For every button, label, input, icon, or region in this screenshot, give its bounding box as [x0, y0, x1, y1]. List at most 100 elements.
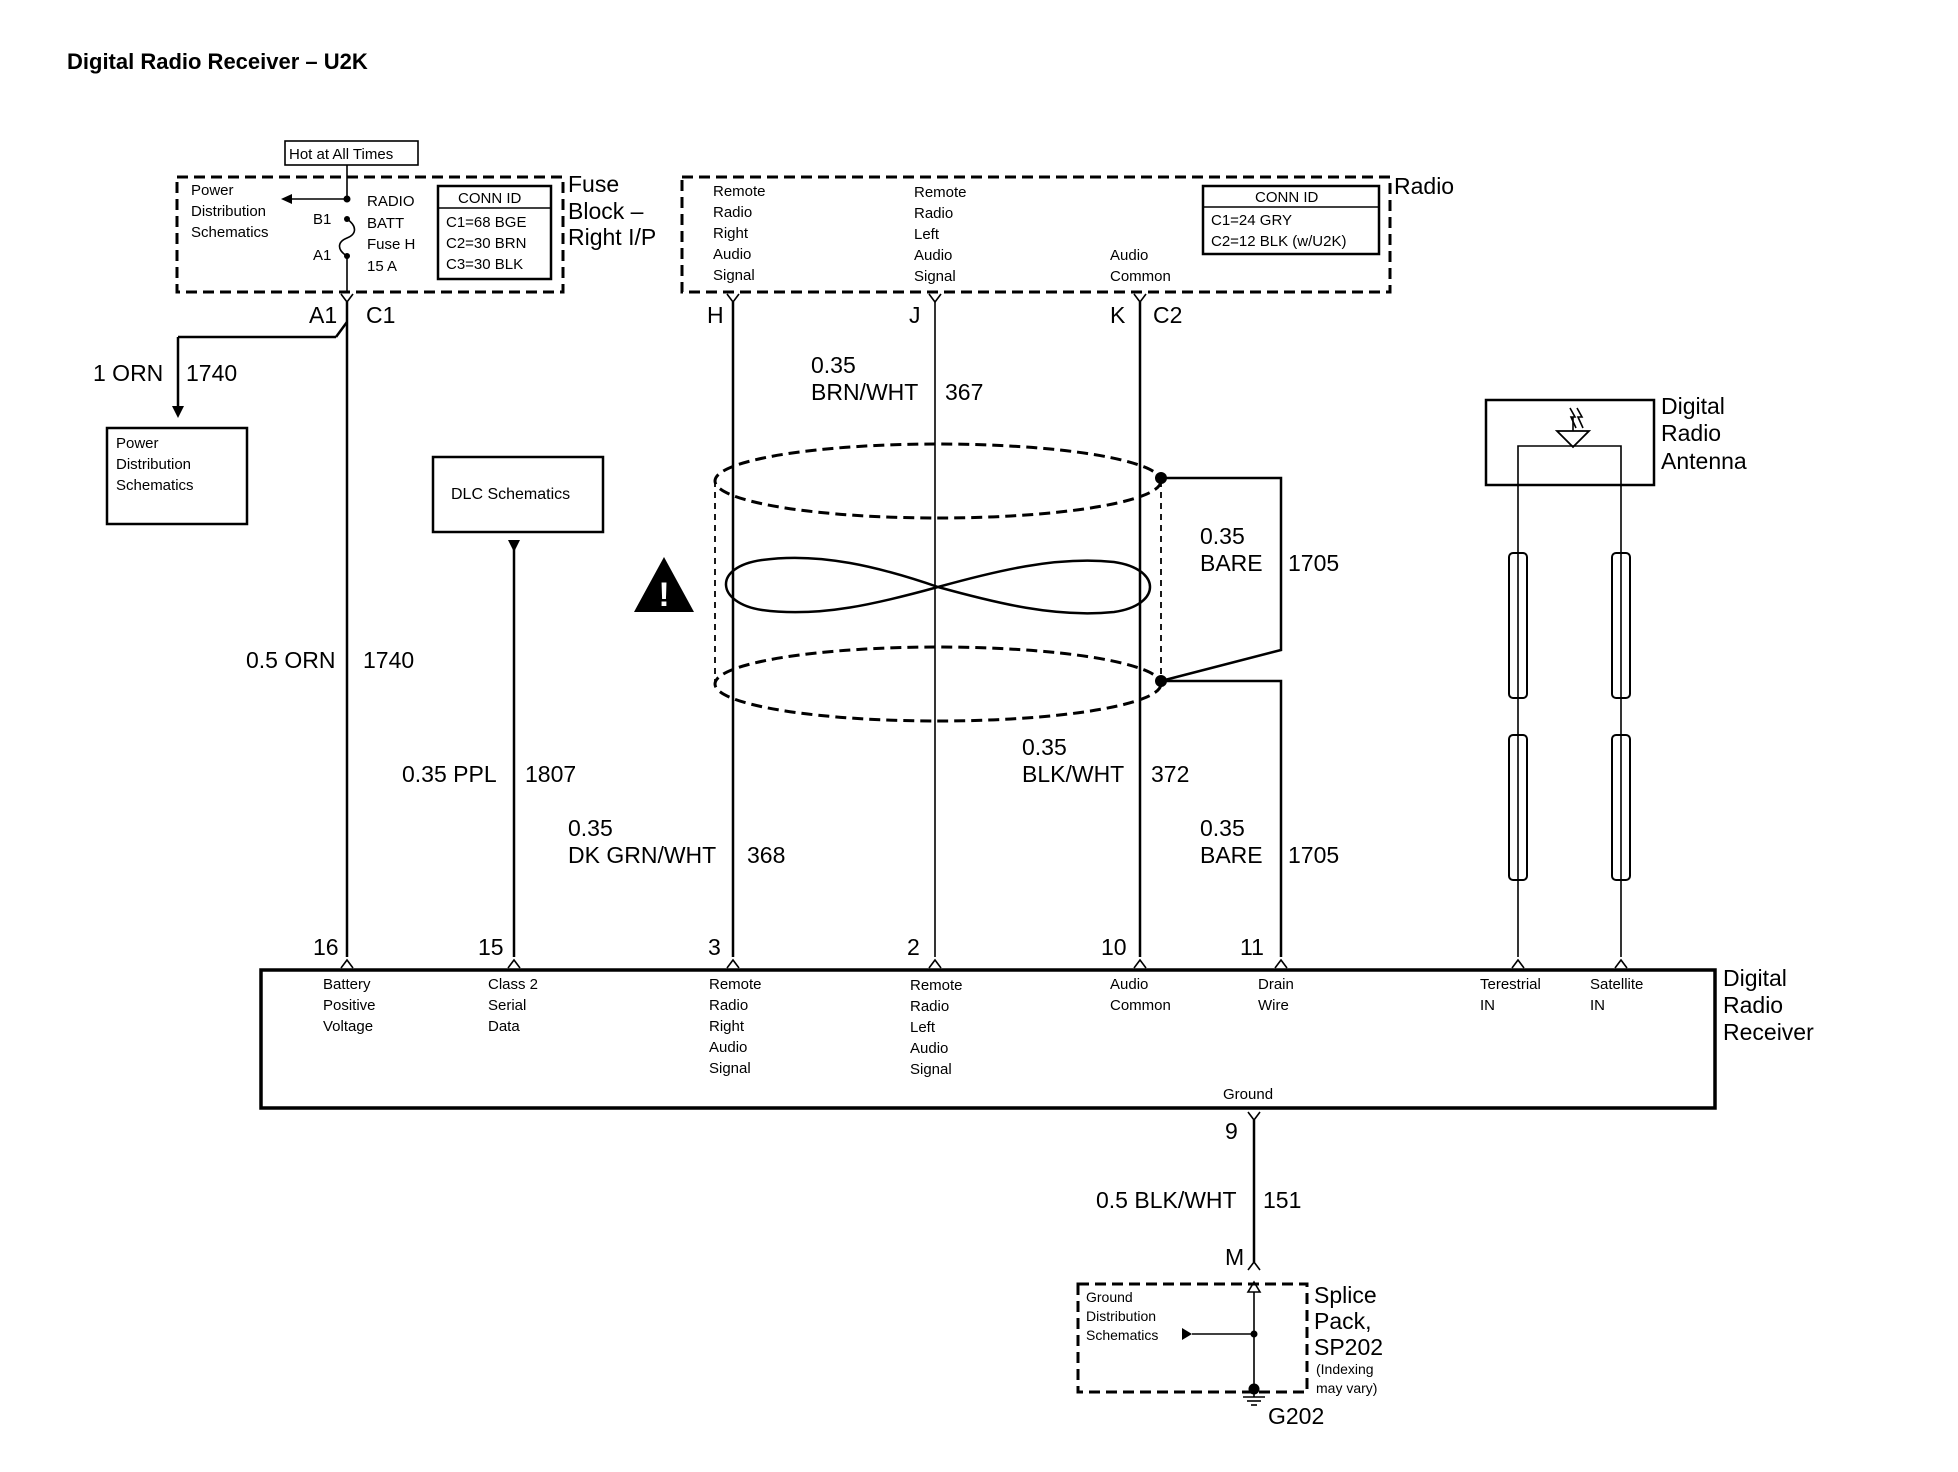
radio-pin-k-1: Audio	[1110, 247, 1148, 264]
wire-1807-gauge-color: 0.35 PPL	[402, 761, 497, 787]
rx-pin10-1: Audio	[1110, 976, 1148, 993]
fuse-block-name-2: Block –	[568, 198, 644, 224]
splice-note-1: (Indexing	[1316, 1361, 1374, 1377]
pin-m-connector	[1247, 1260, 1261, 1271]
radio-pin-k-2: Common	[1110, 268, 1171, 285]
rx-satellite-1: Satellite	[1590, 976, 1643, 993]
fuse-block-name-3: Right I/P	[568, 224, 656, 250]
pin-11-connector	[1274, 958, 1288, 969]
radio-outline	[680, 175, 1392, 294]
fuse-conn-id-box	[436, 184, 553, 281]
pds-arrow-icon	[281, 194, 292, 204]
rx-pin11-2: Wire	[1258, 997, 1289, 1014]
terrestrial-connector	[1511, 958, 1525, 969]
fuse-conn-id-header: CONN ID	[458, 190, 522, 207]
pin-10-connector	[1133, 958, 1147, 969]
rx-pin2-1: Remote	[910, 977, 963, 994]
pin-a1-label: A1	[313, 247, 331, 264]
radio-pin-k-connector	[1133, 293, 1147, 304]
radio-pin-h-4: Audio	[713, 246, 751, 263]
pin-9-number: 9	[1225, 1118, 1238, 1144]
radio-pin-j-2: Radio	[914, 205, 953, 222]
pin-15-connector	[507, 958, 521, 969]
fuse-out-conn: C1	[366, 302, 395, 328]
rx-pin2-3: Left	[910, 1019, 936, 1036]
radio-pin-h: H	[707, 302, 724, 328]
fuse-block-outline	[175, 175, 565, 294]
dlc-box	[431, 455, 605, 534]
radio-pin-h-5: Signal	[713, 267, 755, 284]
pin-2-connector	[928, 958, 942, 969]
pin-b1-label: B1	[313, 211, 331, 228]
splice-junction	[1250, 1330, 1258, 1338]
radio-conn-id-row-2: C2=12 BLK (w/U2K)	[1211, 233, 1346, 250]
radio-conn-id-box	[1201, 184, 1381, 256]
rx-terrestrial-1: Terestrial	[1480, 976, 1541, 993]
radio-pin-j-3: Left	[914, 226, 940, 243]
rx-pin3-4: Audio	[709, 1039, 747, 1056]
page-title: Digital Radio Receiver – U2K	[67, 49, 368, 74]
rx-pin10-2: Common	[1110, 997, 1171, 1014]
shield-top-ellipse	[713, 442, 1163, 520]
rx-pin15-2: Serial	[488, 997, 526, 1014]
radio-conn-c2: C2	[1153, 302, 1182, 328]
wire-1705a-color: BARE	[1200, 550, 1263, 576]
wire-1740b-circuit: 1740	[363, 647, 414, 673]
fuse-pds-1: Power	[191, 182, 234, 199]
radio-pin-h-3: Right	[713, 225, 749, 242]
wire-367-color: BRN/WHT	[811, 379, 918, 405]
pin-2-number: 2	[907, 934, 920, 960]
antenna-box	[1484, 398, 1656, 487]
lightning-icon	[1576, 407, 1584, 429]
radio-pin-h-2: Radio	[713, 204, 752, 221]
pin-10-number: 10	[1101, 934, 1127, 960]
rx-satellite-2: IN	[1590, 997, 1605, 1014]
gds-label-1: Ground	[1086, 1289, 1133, 1305]
wire-1807-circuit: 1807	[525, 761, 576, 787]
wire-1705a-circuit: 1705	[1288, 550, 1339, 576]
wire-1740a-circuit: 1740	[186, 360, 237, 386]
radio-pin-j-1: Remote	[914, 184, 967, 201]
shield-bottom-ellipse	[713, 645, 1163, 723]
splice-name-2: Pack,	[1314, 1308, 1372, 1334]
wire-1705b-circuit: 1705	[1288, 842, 1339, 868]
wire-1740-branch-diag	[334, 321, 349, 338]
wire-372-gauge: 0.35	[1022, 734, 1067, 760]
splice-name-1: Splice	[1314, 1282, 1377, 1308]
fuse-icon	[338, 218, 356, 257]
fuse-label-3: Fuse H	[367, 236, 415, 253]
rx-pin3-1: Remote	[709, 976, 762, 993]
dlc-label: DLC Schematics	[451, 486, 570, 503]
gds-label-2: Distribution	[1086, 1308, 1156, 1324]
satellite-connector	[1614, 958, 1628, 969]
receiver-name-2: Radio	[1723, 992, 1783, 1018]
pin-3-number: 3	[708, 934, 721, 960]
pin-15-number: 15	[478, 934, 504, 960]
pin-9-connector	[1247, 1111, 1261, 1122]
wire-1705a-gauge: 0.35	[1200, 523, 1245, 549]
rx-pin16-1: Battery	[323, 976, 371, 993]
pin-3-connector	[726, 958, 740, 969]
antenna-name-2: Radio	[1661, 420, 1721, 446]
wire-368-gauge: 0.35	[568, 815, 613, 841]
receiver-name-3: Receiver	[1723, 1019, 1814, 1045]
lightning-icon-2	[1569, 407, 1577, 429]
fuse-out-connector	[340, 293, 354, 304]
pds-box-3: Schematics	[116, 477, 194, 494]
fuse-out-pin: A1	[309, 302, 337, 328]
wire-151-circuit: 151	[1263, 1187, 1301, 1213]
radio-name: Radio	[1394, 173, 1454, 199]
rx-pin3-5: Signal	[709, 1060, 751, 1077]
fuse-conn-id-row-2: C2=30 BRN	[446, 235, 526, 252]
rx-pin16-3: Voltage	[323, 1018, 373, 1035]
radio-conn-id-header: CONN ID	[1255, 189, 1319, 206]
wire-1705-drain-loop	[1160, 476, 1283, 683]
hot-at-all-times-box	[284, 140, 419, 166]
rx-terrestrial-2: IN	[1480, 997, 1495, 1014]
antenna-name-3: Antenna	[1661, 448, 1747, 474]
fuse-conn-id-row-1: C1=68 BGE	[446, 214, 526, 231]
radio-pin-j: J	[909, 302, 921, 328]
fuse-label-4: 15 A	[367, 258, 397, 275]
dlc-arrow-icon	[508, 540, 520, 552]
fuse-block-name-1: Fuse	[568, 171, 619, 197]
